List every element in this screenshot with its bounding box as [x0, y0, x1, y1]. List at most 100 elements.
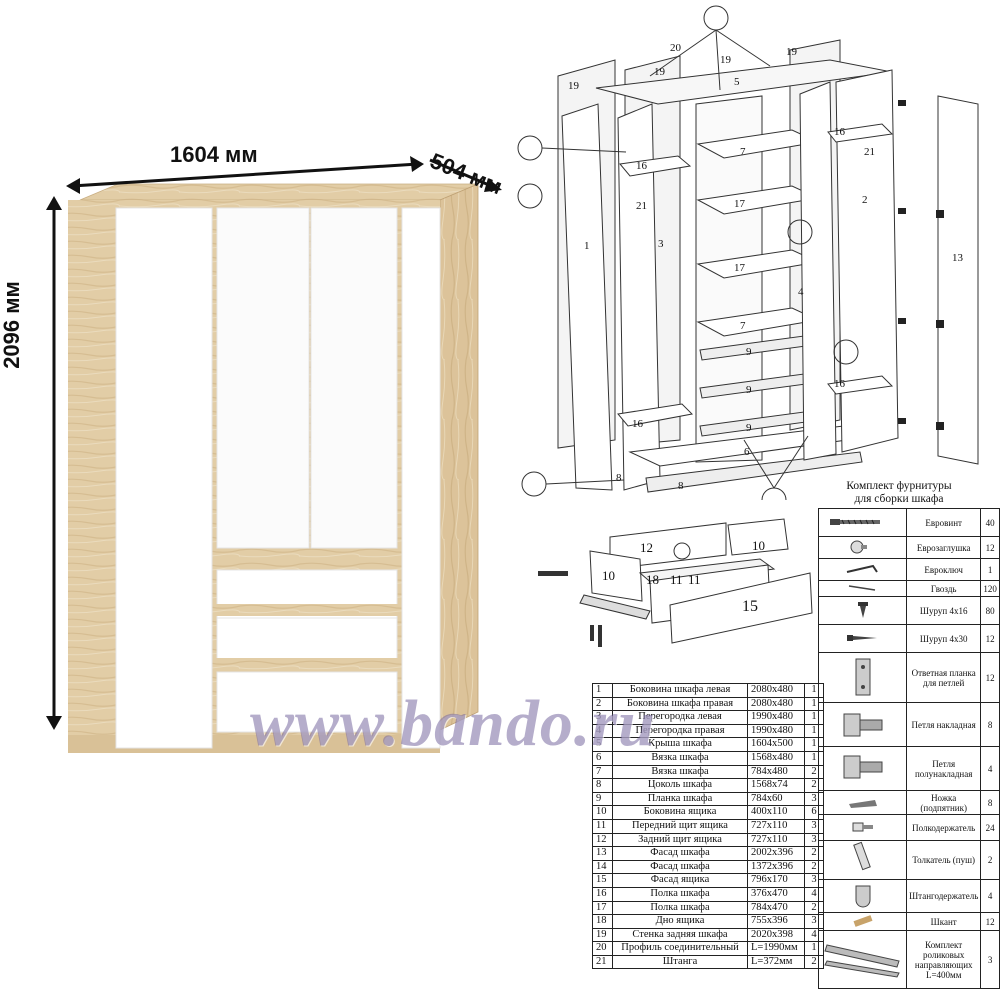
hardware-name-cell: Еврозаглушка: [906, 536, 982, 559]
part-label: 13: [952, 252, 963, 264]
hardware-name-cell: Петля накладная: [906, 702, 982, 747]
part-size-cell: 784x60: [747, 791, 805, 807]
drawer-slide-icon: [817, 930, 908, 989]
part-size-cell: 1568x480: [747, 750, 805, 766]
part-size-cell: L=1990мм: [747, 941, 805, 956]
hardware-qty-cell: 4: [980, 746, 1000, 791]
part-name-cell: Фасад шкафа: [612, 846, 748, 861]
hardware-qty-cell: 80: [980, 596, 1000, 625]
overlay-hinge-icon: [817, 702, 908, 747]
hardware-name-cell: Ножка (подпятник): [906, 790, 982, 815]
part-label: 10: [752, 538, 765, 553]
part-name-cell: Цоколь шкафа: [612, 778, 748, 793]
part-label: 16: [636, 160, 647, 172]
hardware-qty-cell: 8: [980, 790, 1000, 815]
part-name-cell: Профиль соединительный: [612, 941, 748, 956]
hardware-qty-cell: 12: [980, 912, 1000, 931]
part-size-cell: 784x470: [747, 900, 805, 916]
part-label: 17: [734, 198, 745, 210]
hardware-qty-cell: 12: [980, 536, 1000, 559]
part-size-cell: 2080x480: [747, 696, 805, 712]
rod-holder-icon: [817, 879, 908, 913]
nail-icon: [817, 580, 908, 597]
part-label: 19: [720, 54, 731, 66]
part-label: 16: [834, 126, 845, 138]
part-name-cell: Стенка задняя шкафа: [612, 927, 748, 943]
part-num-cell: 16: [592, 886, 613, 902]
screw-long-icon: [817, 624, 908, 653]
part-num-cell: 18: [592, 914, 613, 929]
hinge-plate-icon: [817, 652, 908, 703]
part-label: 15: [742, 598, 758, 615]
part-name-cell: Штанга: [612, 954, 748, 970]
part-label: 1: [584, 240, 590, 252]
hardware-name-cell: Шкант: [906, 912, 982, 931]
part-label: 18: [646, 572, 659, 587]
part-size-cell: 755x396: [747, 914, 805, 929]
part-size-cell: 400x110: [747, 805, 805, 820]
part-label: 6: [744, 446, 750, 458]
part-label: 11: [688, 572, 701, 587]
part-name-cell: Боковина ящика: [612, 805, 748, 820]
part-label: 11: [670, 572, 683, 587]
part-label: 21: [864, 146, 875, 158]
part-label: 9: [746, 346, 752, 358]
part-label: 7: [740, 320, 746, 332]
hardware-name-cell: Петля полунакладная: [906, 746, 982, 791]
part-name-cell: Планка шкафа: [612, 791, 748, 807]
part-label: 8: [678, 480, 684, 492]
height-dimension: 2096 мм: [0, 281, 24, 369]
part-size-cell: 1372x396: [747, 859, 805, 875]
hardware-kit-title: Комплект фурнитуры для сборки шкафа: [818, 480, 980, 506]
part-size-cell: 1568x74: [747, 778, 805, 793]
part-num-cell: 11: [592, 818, 613, 834]
hardware-title-line2: для сборки шкафа: [854, 493, 944, 505]
hex-key-icon: [817, 558, 908, 581]
part-size-cell: 1604x500: [747, 737, 805, 752]
hardware-name-cell: Шуруп 4x30: [906, 624, 982, 653]
euroscrew-icon: [817, 508, 908, 537]
part-num-cell: 15: [592, 873, 613, 888]
part-size-cell: 727x110: [747, 818, 805, 834]
part-num-cell: 10: [592, 805, 613, 820]
part-label: 21: [636, 200, 647, 212]
part-num-cell: 17: [592, 900, 613, 916]
part-num-cell: 8: [592, 778, 613, 793]
foot-icon: [817, 790, 908, 815]
part-size-cell: 2020x398: [747, 927, 805, 943]
part-label: 7: [740, 146, 746, 158]
hardware-row: Ножка (подпятник)8: [817, 790, 1000, 815]
part-label: 9: [746, 384, 752, 396]
part-label: 5: [734, 76, 740, 88]
hardware-title-line1: Комплект фурнитуры: [846, 480, 952, 492]
hardware-qty-cell: 12: [980, 652, 1000, 703]
part-label: 8: [616, 472, 622, 484]
part-name-cell: Передний щит ящика: [612, 818, 748, 834]
part-name-cell: Вязка шкафа: [612, 764, 748, 780]
hardware-qty-cell: 24: [980, 814, 1000, 841]
part-label: 3: [658, 238, 664, 250]
wardrobe-photo: [46, 156, 502, 753]
part-size-cell: 2002x396: [747, 846, 805, 861]
hardware-name-cell: Штангодержатель: [906, 879, 982, 913]
part-num-cell: 21: [592, 954, 613, 970]
part-num-cell: 19: [592, 927, 613, 943]
hardware-name-cell: Ответная планка для петлей: [906, 652, 982, 703]
part-size-cell: 1990x480: [747, 723, 805, 739]
